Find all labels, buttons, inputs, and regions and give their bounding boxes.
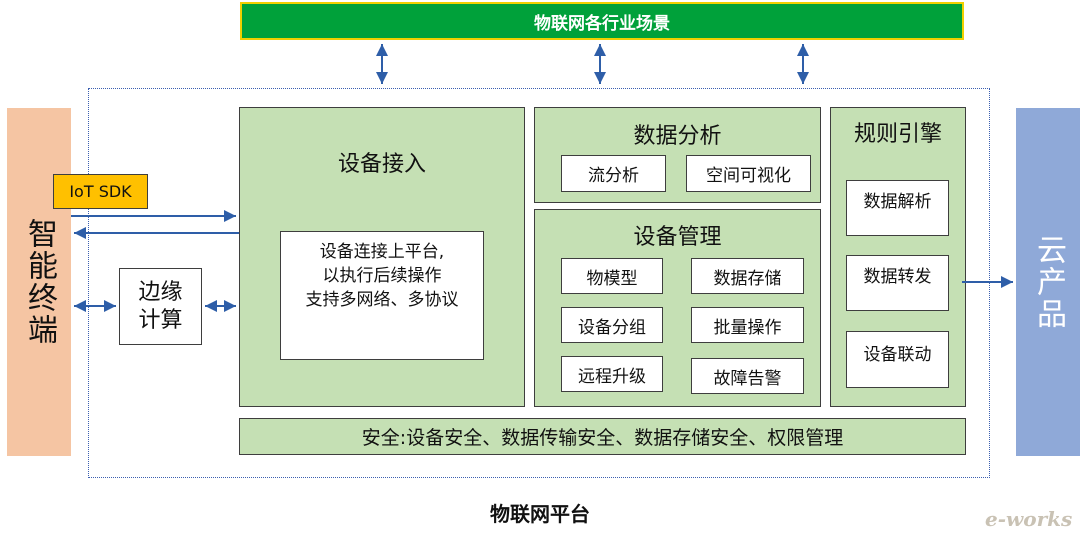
thing-model-box: 物模型 [561, 258, 663, 294]
stream-analysis-box: 流分析 [561, 155, 666, 192]
device-access-title: 设备接入 [337, 152, 426, 177]
edge-computing-box: 边缘 计算 [119, 268, 202, 345]
desc-line-3: 支持多网络、多协议 [305, 290, 459, 310]
desc-line-2: 以执行后续操作 [322, 266, 442, 286]
desc-line-1: 设备连接上平台, [319, 242, 445, 262]
smart-terminal-label: 智能终端 [22, 218, 57, 346]
fault-alarm-box: 故障告警 [691, 358, 804, 394]
data-analysis-title: 数据分析 [633, 124, 722, 149]
data-forwarding-box: 数据转发 [846, 255, 949, 311]
edge-line-1: 边缘 [138, 279, 183, 305]
edge-line-2: 计算 [138, 307, 183, 333]
smart-terminal-column: 智能终端 [7, 108, 71, 456]
industry-scenarios-bar: 物联网各行业场景 [240, 2, 964, 40]
platform-label: 物联网平台 [490, 502, 590, 526]
cloud-product-column: 云产品 [1016, 108, 1080, 456]
device-management-title: 设备管理 [633, 225, 722, 250]
spatial-visualization-box: 空间可视化 [686, 155, 811, 192]
rules-engine-title: 规则引擎 [853, 122, 942, 147]
eworks-logo: e-works [985, 507, 1073, 531]
device-group-box: 设备分组 [561, 307, 663, 343]
security-bar: 安全:设备安全、数据传输安全、数据存储安全、权限管理 [239, 418, 966, 455]
remote-upgrade-box: 远程升级 [561, 356, 663, 392]
device-access-description: 设备连接上平台, 以执行后续操作 支持多网络、多协议 [280, 231, 484, 360]
batch-operation-box: 批量操作 [691, 307, 804, 343]
cloud-product-label: 云产品 [1031, 234, 1066, 330]
data-parsing-box: 数据解析 [846, 180, 949, 236]
data-storage-box: 数据存储 [691, 258, 804, 294]
iot-sdk-box: IoT SDK [53, 174, 148, 209]
device-linkage-box: 设备联动 [846, 331, 949, 388]
